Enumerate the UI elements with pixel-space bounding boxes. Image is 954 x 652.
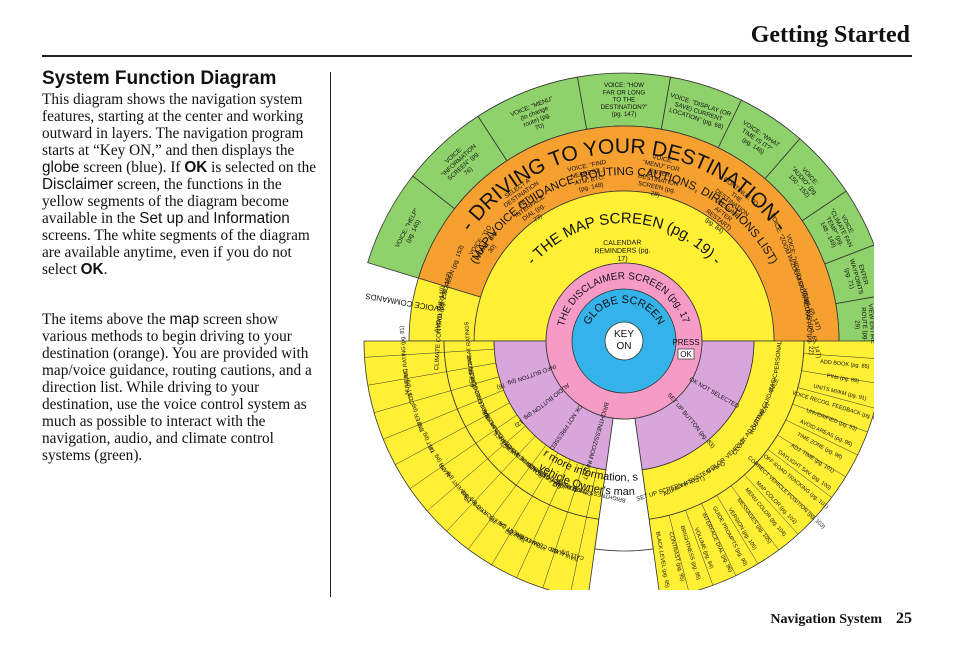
section-heading: System Function Diagram: [42, 68, 277, 89]
top-rule: [42, 55, 912, 57]
footer-label: Navigation System: [770, 612, 882, 627]
voice-command-green-9-line: 29): [853, 320, 861, 329]
voice-command-green-3-line: FAR OR LONG: [603, 89, 645, 96]
destination-option-0-line: 30): [487, 243, 498, 254]
ok-box: [677, 348, 695, 360]
voice-command-green-3-line: TO THE: [613, 97, 635, 104]
key-label: KEY: [614, 329, 634, 340]
destination-option-3-line: 28): [650, 190, 660, 199]
paragraph-map: The items above the map screen show vari…: [42, 311, 312, 464]
voice-command-band: [408, 277, 482, 342]
page-title: Getting Started: [750, 22, 910, 48]
calendar-reminders-line: CALENDAR: [603, 240, 641, 248]
ok-label: OK: [680, 350, 692, 359]
on-label: ON: [617, 341, 632, 352]
voice-command-green-3-line: VOICE: "HOW: [604, 82, 644, 89]
setup-item-1: PINs (pg. 89): [826, 373, 859, 384]
column-divider: [330, 72, 331, 597]
destination-option-3-line: VOICE:: [652, 154, 674, 165]
key-on-circle: [604, 321, 644, 361]
press-label: PRESS: [672, 338, 699, 347]
calendar-reminders-line: REMINDERS (pg.: [594, 247, 650, 255]
setup-mid-0: PERSONAL: [774, 340, 783, 374]
destination-option-3-line: ENTER: [649, 168, 671, 179]
voice-command-green-1-line: 76): [463, 166, 474, 177]
voice-command-green-3-line: DESTINATION?": [601, 104, 648, 111]
voice-command-green-2-line: 70): [534, 122, 545, 132]
voice-command-green-9-line: VIEW ENTIRE: [867, 303, 874, 344]
footer: Navigation System 25: [770, 610, 912, 628]
info-mid-1: CALENDAR: [466, 355, 478, 386]
voice-command-green-9-line: ROUTE (pg.: [860, 307, 869, 342]
voice-command-green-3-line: (pg. 147): [612, 111, 637, 118]
setup-mid-1: BASIC: [769, 372, 780, 392]
destination-option-1-line: 73): [532, 213, 543, 224]
page-number: 25: [896, 610, 912, 627]
setup-item-0: ADD BOOK (pg. 85): [820, 359, 870, 370]
calendar-reminders-line: 17): [617, 256, 627, 263]
paragraph-intro: This diagram shows the navigation system…: [42, 91, 317, 278]
destination-option-2-line: (pg. 148): [579, 181, 605, 193]
info-mid-0: KEY TO ZAGAT RATINGS: [464, 321, 476, 387]
